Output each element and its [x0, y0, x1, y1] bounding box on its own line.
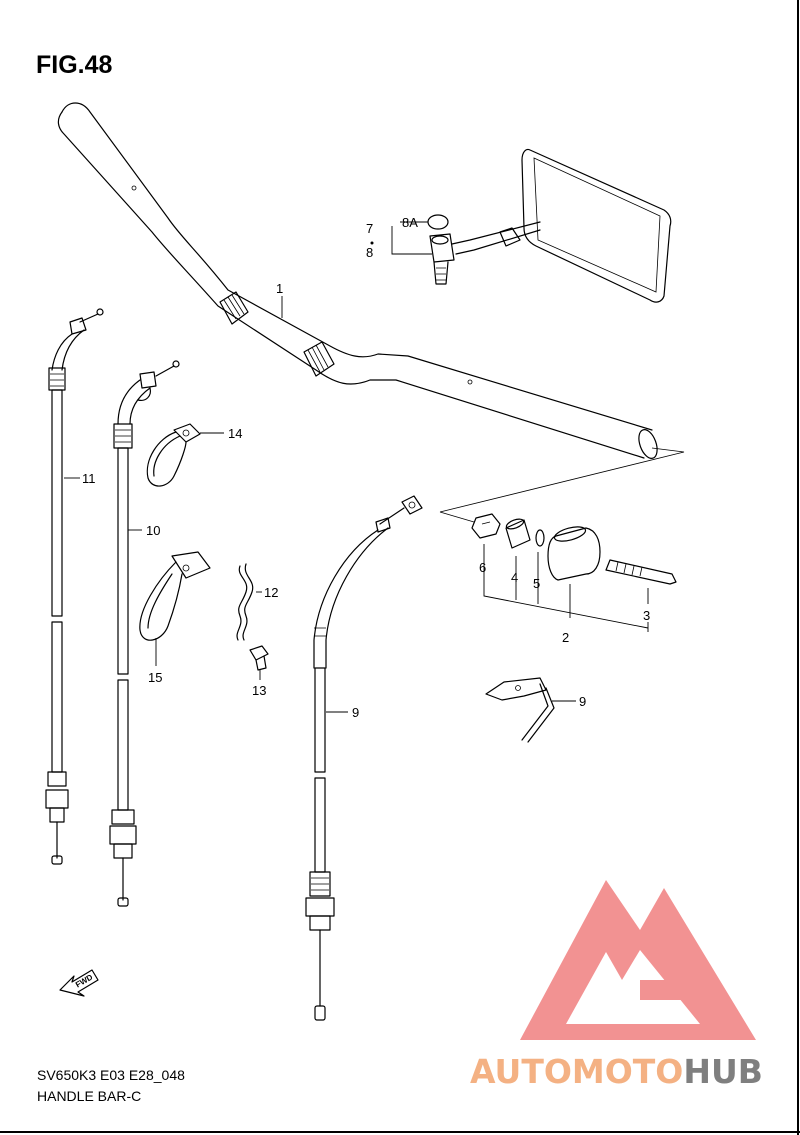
section-name: HANDLE BAR-C	[37, 1088, 141, 1104]
callout-6: 6	[479, 560, 486, 575]
wire-clip-13[interactable]	[236, 563, 254, 641]
watermark-text: AUTOMOTOHUB	[470, 1052, 763, 1091]
watermark-text-part1: AUTOMOTO	[470, 1052, 683, 1091]
bar-end-nut-6[interactable]	[471, 513, 501, 539]
callout-1: 1	[276, 281, 283, 296]
callout-8a: 8A	[402, 215, 418, 230]
model-code: SV650K3 E03 E28_048	[37, 1067, 185, 1083]
throttle-cable-12[interactable]	[45, 308, 104, 865]
bar-end-screw-3[interactable]	[605, 559, 677, 585]
callout-7-8-dot	[370, 241, 374, 245]
fwd-label: FWD	[74, 972, 94, 989]
clutch-cable-9[interactable]	[305, 495, 423, 1021]
callout-14: 13	[252, 683, 266, 698]
leader-7-8	[391, 226, 432, 255]
watermark-text-part2: HUB	[683, 1052, 763, 1091]
cable-clamp-15[interactable]	[146, 423, 201, 487]
alignment-line	[439, 447, 685, 513]
callout-12: 11	[82, 471, 96, 486]
callout-11: 10	[146, 523, 160, 538]
figure-title: FIG.48	[36, 51, 113, 79]
callout-2: 2	[562, 630, 569, 645]
page-border-bottom	[0, 1131, 800, 1133]
callout-4: 4	[511, 570, 518, 585]
page-border-right	[797, 0, 799, 1135]
forward-arrow-icon: FWD	[59, 969, 99, 997]
throttle-cable-11[interactable]	[109, 360, 180, 907]
callout-10: 9	[579, 694, 586, 709]
handlebar[interactable]	[57, 102, 660, 461]
callout-15: 14	[228, 426, 242, 441]
callout-8: 8	[366, 245, 373, 260]
callout-13: 12	[264, 585, 278, 600]
bar-end-weight-2[interactable]	[547, 524, 601, 581]
watermark-logo	[520, 880, 756, 1040]
alignment-line-end	[439, 511, 475, 523]
callout-3: 3	[643, 608, 650, 623]
callout-16: 15	[148, 670, 162, 685]
callout-9: 9	[352, 705, 359, 720]
bracket-10[interactable]	[485, 677, 555, 743]
mirror-cap-8a[interactable]	[427, 214, 449, 230]
mirror-assembly[interactable]	[429, 148, 672, 303]
cable-clamp-16[interactable]	[139, 551, 211, 641]
bar-end-washer-5[interactable]	[535, 529, 545, 547]
bolt-14[interactable]	[249, 645, 269, 671]
bar-end-spacer-4[interactable]	[505, 517, 531, 549]
callout-7: 7	[366, 221, 373, 236]
leader-2-group	[483, 544, 649, 629]
callout-5: 5	[533, 576, 540, 591]
